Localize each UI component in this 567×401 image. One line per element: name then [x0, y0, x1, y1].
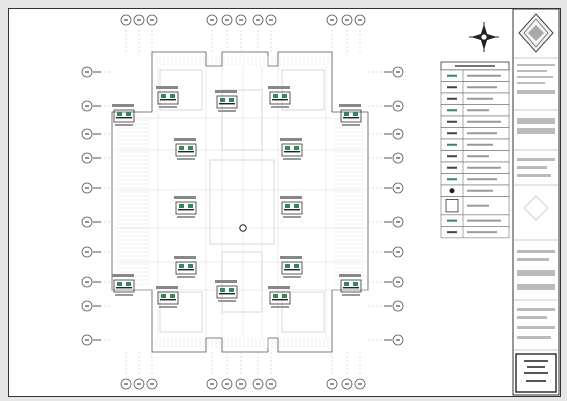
grid-bubble [133, 14, 145, 26]
legend-table [440, 61, 510, 239]
grid-bubble [146, 14, 158, 26]
equipment-unit [339, 274, 362, 296]
legend-symbol [445, 199, 459, 213]
grid-bubble [252, 14, 264, 26]
building-envelope [111, 51, 369, 353]
grid-bubble [81, 128, 93, 140]
grid-bubble [81, 100, 93, 112]
equipment-unit [280, 196, 303, 218]
legend-symbol [447, 178, 457, 181]
grid-bubble [354, 378, 366, 390]
legend-symbol [447, 109, 457, 112]
legend-symbol [447, 74, 457, 77]
equipment-unit [174, 196, 197, 218]
grid-bubble [354, 14, 366, 26]
grid-bubbles [81, 14, 404, 390]
equipment-unit [174, 138, 197, 160]
grid-bubble [81, 182, 93, 194]
grid-bubble [81, 276, 93, 288]
title-block [512, 8, 560, 396]
grid-bubble [235, 14, 247, 26]
equipment-unit [112, 104, 135, 126]
legend-symbol [447, 120, 457, 123]
equipment-unit [268, 86, 291, 108]
grid-bubble [326, 378, 338, 390]
equipment-unit [280, 138, 303, 160]
legend-symbol [447, 155, 457, 158]
equipment-unit [339, 104, 362, 126]
grid-bubble [392, 334, 404, 346]
grid-bubble [81, 152, 93, 164]
grid-bubble [341, 378, 353, 390]
legend-symbol [447, 86, 457, 89]
equipment-unit [268, 286, 291, 308]
north-arrow-icon [469, 22, 499, 52]
equipment-unit [156, 86, 179, 108]
grid-bubble [221, 378, 233, 390]
legend-symbol [447, 132, 457, 135]
grid-bubble [252, 378, 264, 390]
equipment-unit [215, 280, 238, 302]
grid-bubble [392, 128, 404, 140]
equipment-unit [156, 286, 179, 308]
grid-bubble [265, 378, 277, 390]
legend-symbol [447, 219, 457, 222]
legend-symbol [447, 143, 457, 146]
grid-bubble [81, 334, 93, 346]
grid-bubble [392, 66, 404, 78]
legend-symbol [447, 166, 457, 169]
grid-bubble [392, 246, 404, 258]
equipment-unit [215, 90, 238, 112]
grid-bubble [81, 300, 93, 312]
grid-bubble [146, 378, 158, 390]
grid-bubble [221, 14, 233, 26]
grid-bubble [326, 14, 338, 26]
grid-bubble [392, 216, 404, 228]
equipment-unit [112, 274, 135, 296]
grid-bubble [235, 378, 247, 390]
equipment-markers [112, 86, 362, 308]
legend-symbol [447, 97, 457, 100]
legend-symbol [447, 231, 457, 234]
grid-bubble [206, 14, 218, 26]
building-outline [92, 30, 392, 376]
grid-bubble [392, 300, 404, 312]
grid-bubble [265, 14, 277, 26]
grid-bubble [392, 152, 404, 164]
legend-symbol [449, 188, 455, 194]
grid-bubble [392, 100, 404, 112]
grid-bubble [392, 276, 404, 288]
grid-bubble [392, 182, 404, 194]
diamond-logo [518, 13, 554, 53]
equipment-unit [280, 256, 303, 278]
grid-bubble [81, 246, 93, 258]
equipment-unit [174, 256, 197, 278]
grid-bubble [81, 216, 93, 228]
grid-bubble [133, 378, 145, 390]
grid-bubble [341, 14, 353, 26]
grid-bubble [120, 14, 132, 26]
center-marker [239, 224, 247, 232]
grid-bubble [120, 378, 132, 390]
grid-bubble [206, 378, 218, 390]
grid-bubble [81, 66, 93, 78]
